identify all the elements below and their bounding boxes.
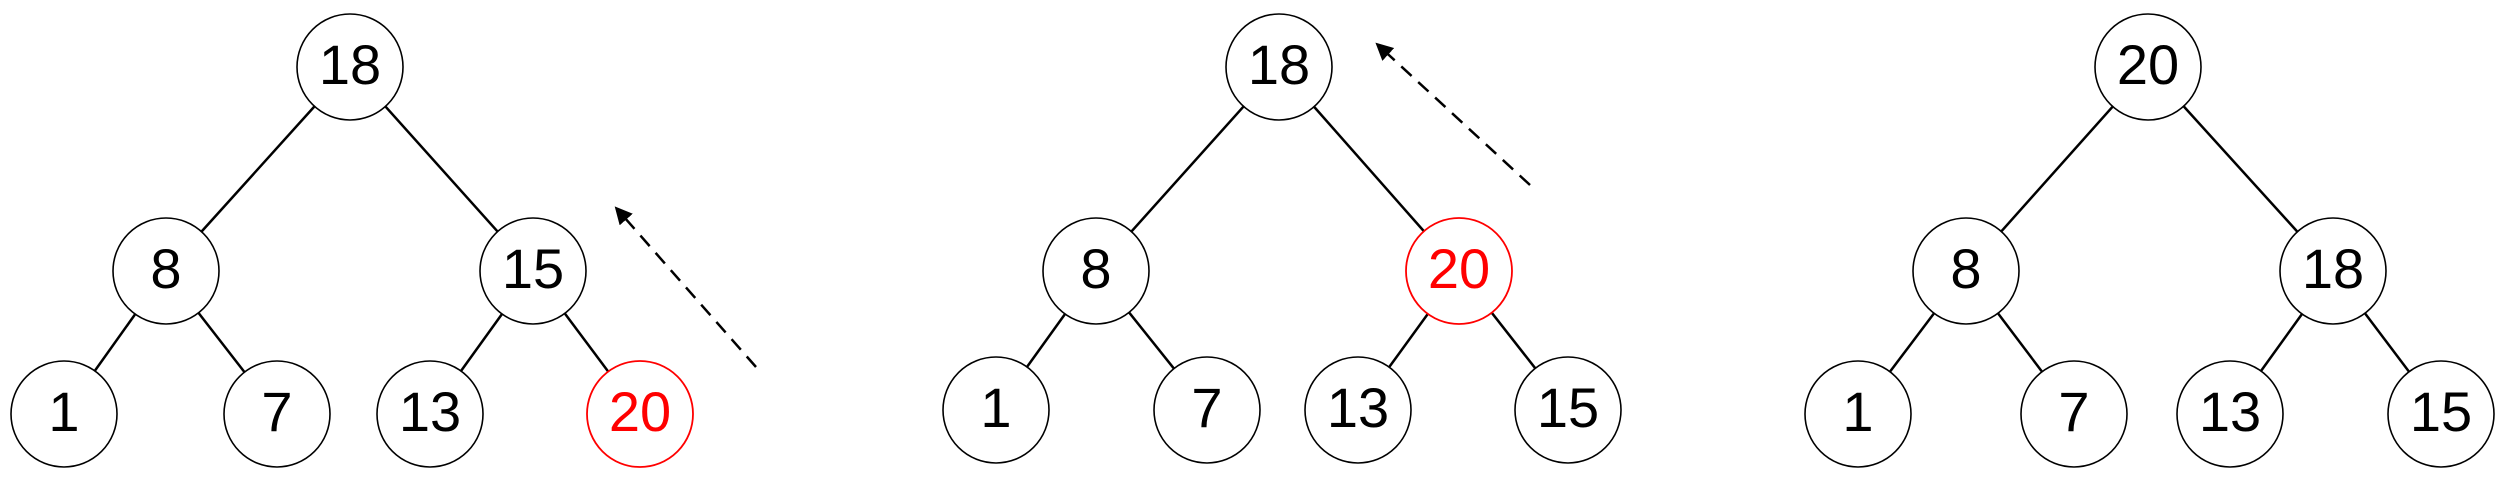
- node-label: 8: [150, 237, 181, 300]
- tree-node: 7: [223, 360, 331, 468]
- tree-node: 7: [2020, 360, 2128, 468]
- tree-node: 18: [296, 13, 404, 121]
- node-circle: [2279, 217, 2387, 325]
- node-circle: [223, 360, 331, 468]
- tree-node: 1: [10, 360, 118, 468]
- node-circle: [1804, 360, 1912, 468]
- tree-node: 18: [2279, 217, 2387, 325]
- swap-up-arrow: [614, 206, 757, 368]
- tree-edge: [384, 105, 499, 233]
- node-circle: [376, 360, 484, 468]
- node-circle: [2176, 360, 2284, 468]
- tree-node: 8: [1042, 217, 1150, 325]
- node-circle: [1042, 217, 1150, 325]
- swap-up-arrow: [1375, 42, 1531, 186]
- tree-edge: [1128, 311, 1175, 370]
- tree-edge: [1025, 313, 1067, 368]
- node-label: 7: [1191, 376, 1222, 439]
- tree-node: 15: [479, 217, 587, 325]
- node-label: 20: [2117, 33, 2179, 96]
- tree-edge: [1888, 312, 1936, 373]
- tree-node: 13: [2176, 360, 2284, 468]
- node-label: 8: [1950, 237, 1981, 300]
- tree-edge: [93, 313, 137, 372]
- node-circle: [112, 217, 220, 325]
- tree-node: 1: [1804, 360, 1912, 468]
- tree-panel-2: 18 8 20 1 7 13 15: [942, 13, 1622, 464]
- node-label: 13: [2199, 380, 2261, 443]
- highlighted-tree-node: 20: [586, 360, 694, 468]
- node-circle: [1304, 356, 1412, 464]
- node-circle: [942, 356, 1050, 464]
- node-label: 18: [2302, 237, 2364, 300]
- node-label: 13: [1327, 376, 1389, 439]
- tree-panel-1: 18 8 15 1 7 13 20: [10, 13, 757, 468]
- tree-node: 18: [1225, 13, 1333, 121]
- node-label: 1: [48, 380, 79, 443]
- tree-node: 8: [112, 217, 220, 325]
- node-circle: [2387, 360, 2495, 468]
- node-circle: [296, 13, 404, 121]
- tree-node: 8: [1912, 217, 2020, 325]
- node-label: 13: [399, 380, 461, 443]
- node-circle: [2094, 13, 2202, 121]
- highlighted-tree-node: 20: [1405, 217, 1513, 325]
- tree-node: 20: [2094, 13, 2202, 121]
- node-label: 8: [1080, 237, 1111, 300]
- node-label: 18: [319, 33, 381, 96]
- tree-node: 15: [2387, 360, 2495, 468]
- node-label: 7: [261, 380, 292, 443]
- node-label: 1: [980, 376, 1011, 439]
- tree-edge: [200, 105, 316, 233]
- tree-panel-3: 20 8 18 1 7 13 15: [1804, 13, 2495, 468]
- node-label: 15: [2410, 380, 2472, 443]
- node-label: 18: [1248, 33, 1310, 96]
- tree-edge: [197, 312, 246, 373]
- tree-edge: [2259, 313, 2304, 372]
- tree-edge: [2363, 312, 2411, 373]
- tree-edge: [1130, 105, 1245, 233]
- tree-edge: [2000, 105, 2114, 233]
- node-circle: [10, 360, 118, 468]
- tree-edge: [2182, 105, 2299, 233]
- tree-node: 15: [1514, 356, 1622, 464]
- node-circle: [586, 360, 694, 468]
- tree-node: 13: [376, 360, 484, 468]
- tree-node: 1: [942, 356, 1050, 464]
- node-label: 15: [502, 237, 564, 300]
- tree-edge: [1313, 105, 1425, 233]
- tree-edge: [1996, 312, 2044, 373]
- tree-node: 7: [1153, 356, 1261, 464]
- node-label: 1: [1842, 380, 1873, 443]
- tree-edge: [1388, 313, 1429, 368]
- node-circle: [479, 217, 587, 325]
- tree-edge: [459, 313, 504, 372]
- node-label: 20: [609, 380, 671, 443]
- node-label: 7: [2058, 380, 2089, 443]
- node-circle: [1514, 356, 1622, 464]
- node-label: 15: [1537, 376, 1599, 439]
- node-circle: [1912, 217, 2020, 325]
- node-circle: [1153, 356, 1261, 464]
- node-label: 20: [1428, 237, 1490, 300]
- tree-node: 13: [1304, 356, 1412, 464]
- node-circle: [2020, 360, 2128, 468]
- tree-edge: [563, 312, 610, 373]
- tree-edge: [1490, 311, 1537, 370]
- node-circle: [1405, 217, 1513, 325]
- node-circle: [1225, 13, 1333, 121]
